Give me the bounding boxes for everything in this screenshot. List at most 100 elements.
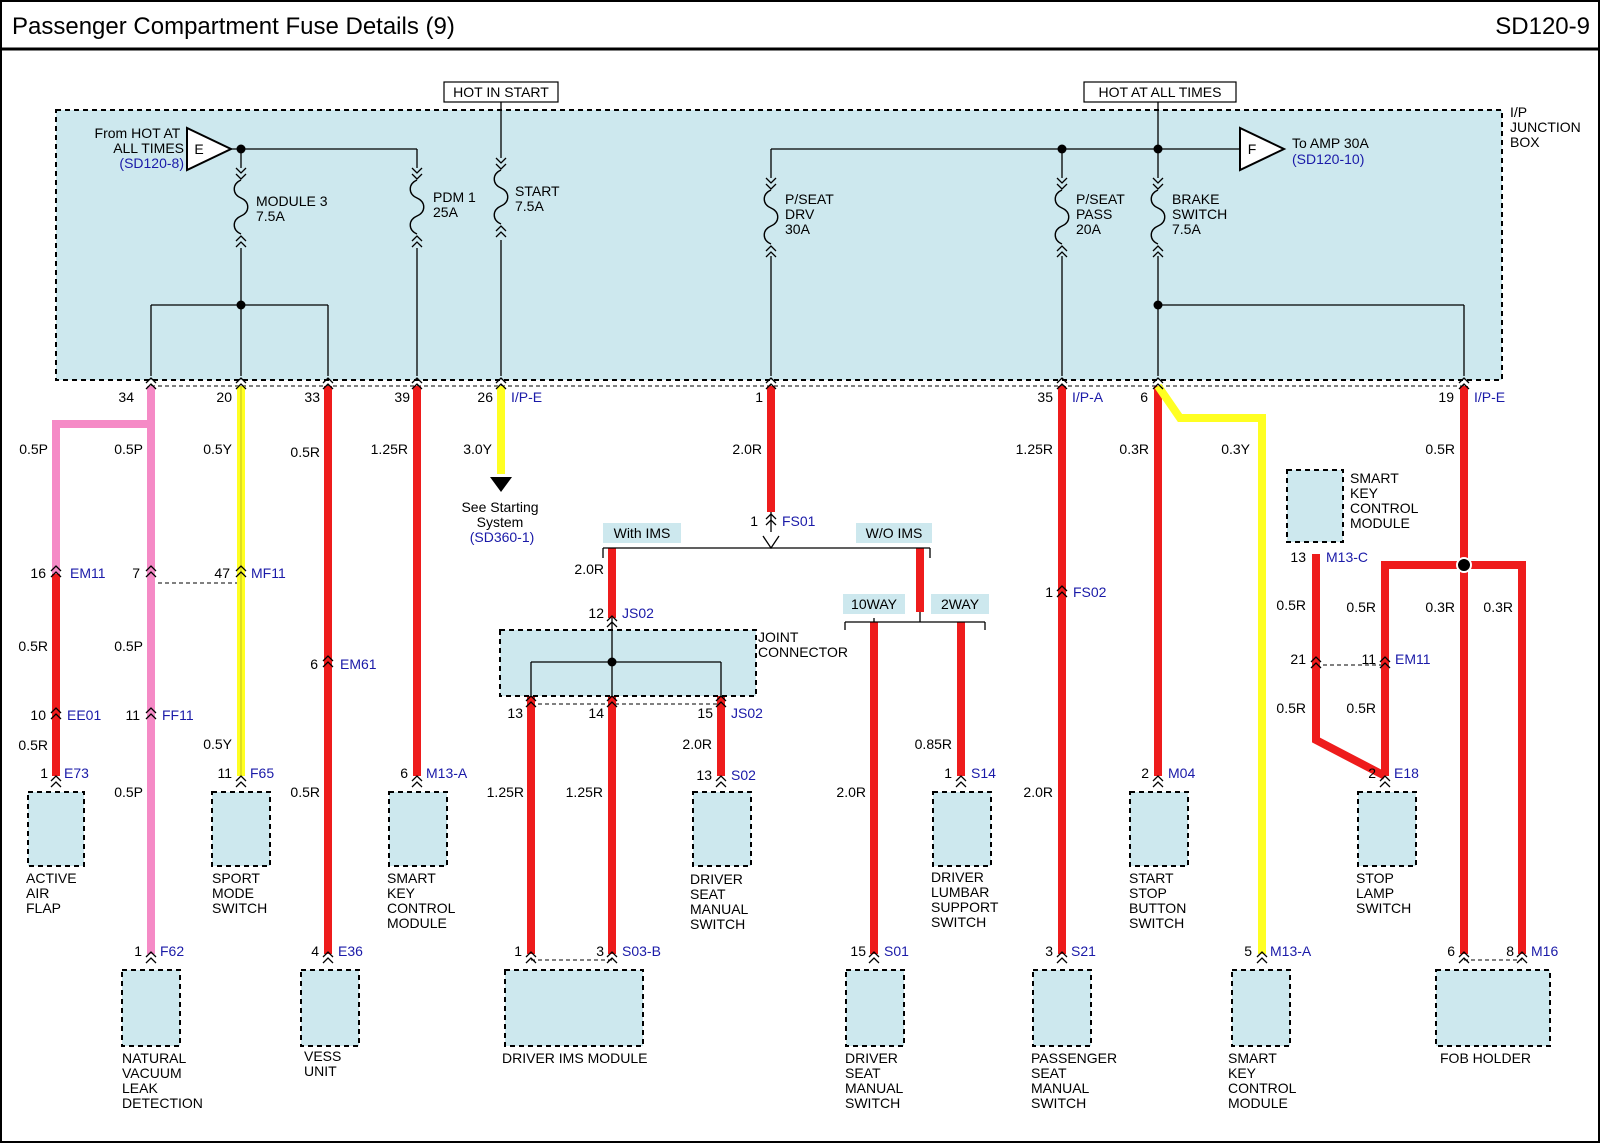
svg-text:EM11: EM11	[70, 565, 106, 581]
svg-text:3.0Y: 3.0Y	[463, 441, 492, 457]
svg-text:1: 1	[514, 943, 522, 959]
option-10way-box	[843, 594, 905, 614]
svg-text:0.5P: 0.5P	[114, 441, 143, 457]
svg-text:13: 13	[696, 767, 712, 783]
component-stop-lamp-box	[1357, 791, 1417, 867]
svg-text:JS02: JS02	[622, 605, 654, 621]
svg-text:20: 20	[216, 389, 232, 405]
svg-text:FS02: FS02	[1073, 584, 1107, 600]
svg-text:0.5R: 0.5R	[1425, 441, 1455, 457]
svg-text:0.5R: 0.5R	[1276, 597, 1306, 613]
svg-text:E36: E36	[338, 943, 363, 959]
svg-text:1.25R: 1.25R	[371, 441, 408, 457]
svg-text:0.5R: 0.5R	[18, 638, 48, 654]
source-f-ref[interactable]: (SD120-10)	[1292, 151, 1364, 167]
svg-text:0.3R: 0.3R	[1425, 599, 1455, 615]
option-with-ims-box	[603, 523, 681, 543]
svg-text:15: 15	[850, 943, 866, 959]
svg-text:5: 5	[1244, 943, 1252, 959]
connector-dashes	[151, 385, 1522, 961]
svg-text:0.5R: 0.5R	[290, 444, 320, 460]
svg-text:E18: E18	[1394, 765, 1419, 781]
svg-text:0.5P: 0.5P	[114, 638, 143, 654]
see-starting-ref[interactable]: (SD360-1)	[470, 529, 535, 545]
svg-text:1.25R: 1.25R	[1016, 441, 1053, 457]
svg-text:8: 8	[1506, 943, 1514, 959]
option-wo-ims: W/O IMS	[866, 525, 923, 541]
top-pins: 34 20 33 39 26 I/P-E 1 35 I/P-A 6 19 I/P…	[118, 389, 1505, 405]
junction-box-label: I/P JUNCTION BOX	[1510, 104, 1585, 150]
svg-text:M04: M04	[1168, 765, 1195, 781]
svg-text:13: 13	[1290, 549, 1306, 565]
svg-text:16: 16	[30, 565, 46, 581]
component-pass-seat-box	[1032, 969, 1092, 1047]
svg-text:34: 34	[118, 389, 134, 405]
svg-text:1: 1	[750, 513, 758, 529]
svg-text:MF11: MF11	[251, 565, 286, 581]
svg-text:1: 1	[40, 765, 48, 781]
source-f-text: To AMP 30A	[1292, 135, 1369, 151]
svg-text:4: 4	[311, 943, 319, 959]
wire-pink-active-air-flap	[52, 386, 155, 574]
svg-text:0.3R: 0.3R	[1483, 599, 1513, 615]
svg-text:M13-A: M13-A	[1270, 943, 1312, 959]
svg-text:S01: S01	[884, 943, 909, 959]
fuse-symbols	[233, 169, 1166, 245]
option-10way: 10WAY	[851, 596, 898, 612]
svg-text:S02: S02	[731, 767, 756, 783]
svg-text:JS02: JS02	[731, 705, 763, 721]
source-e-text: From HOT AT ALL TIMES	[95, 125, 184, 156]
svg-text:0.5P: 0.5P	[114, 784, 143, 800]
component-driver-seat-switch-box	[692, 791, 752, 867]
hot-in-start-label: HOT IN START	[453, 84, 549, 100]
option-wo-ims-box	[856, 523, 932, 543]
svg-text:FF11: FF11	[162, 707, 194, 723]
ims-branch	[602, 512, 986, 630]
source-e-triangle	[186, 126, 234, 172]
svg-text:I/P-E: I/P-E	[511, 389, 542, 405]
splice-fob	[1456, 557, 1472, 573]
svg-text:M13-C: M13-C	[1326, 549, 1368, 565]
svg-text:3: 3	[1045, 943, 1053, 959]
component-lumbar-box	[932, 791, 992, 867]
svg-text:6: 6	[400, 765, 408, 781]
joint-connector-box	[499, 629, 757, 697]
hot-at-all-times-box	[1083, 81, 1237, 103]
page-title: Passenger Compartment Fuse Details (9)	[12, 13, 455, 40]
svg-text:1.25R: 1.25R	[566, 784, 603, 800]
svg-text:2.0R: 2.0R	[574, 561, 604, 577]
component-nvld-box	[121, 969, 181, 1047]
wire-yellow-smart-key	[1154, 383, 1266, 954]
option-2way: 2WAY	[941, 596, 980, 612]
option-with-ims: With IMS	[614, 525, 671, 541]
svg-text:6: 6	[1140, 389, 1148, 405]
svg-text:0.85R: 0.85R	[915, 736, 952, 752]
svg-text:S14: S14	[971, 765, 996, 781]
connector-labels: 16 EM11 7 47 MF11 10 EE01 11 FF11 6 EM61…	[30, 513, 1558, 959]
component-driver-seat-manual-box	[845, 969, 905, 1047]
source-e-ref[interactable]: (SD120-8)	[119, 155, 184, 171]
svg-text:F62: F62	[160, 943, 184, 959]
svg-text:0.5R: 0.5R	[1276, 700, 1306, 716]
svg-text:0.5Y: 0.5Y	[203, 736, 232, 752]
svg-text:47: 47	[214, 565, 230, 581]
svg-text:26: 26	[477, 389, 493, 405]
svg-text:0.5R: 0.5R	[1346, 700, 1376, 716]
component-smart-key-a-box	[388, 791, 448, 867]
